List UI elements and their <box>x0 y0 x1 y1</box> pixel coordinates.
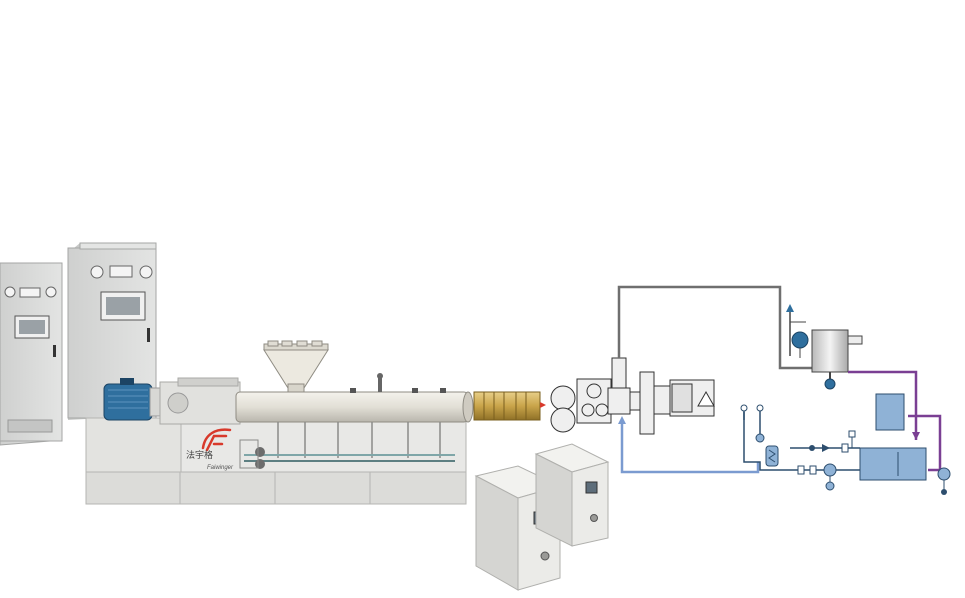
circulation-pump <box>823 463 837 491</box>
die-head <box>473 391 546 421</box>
vent-grille <box>7 419 53 433</box>
blue-return-pipe <box>620 420 760 474</box>
gauge-icon <box>139 265 153 279</box>
gauge-icon <box>90 265 104 279</box>
check-valve-icon <box>822 444 830 452</box>
brand-logo: 法宇格 Faiwinger <box>186 428 234 471</box>
cooling-water-pipes <box>239 439 455 469</box>
valve-icon <box>809 445 815 451</box>
water-tank-upper <box>875 393 905 431</box>
gearbox <box>159 377 241 425</box>
extruder-barrel <box>235 373 474 423</box>
display-panel <box>109 265 133 278</box>
sensor-icon <box>755 433 765 443</box>
gauge-icon <box>4 286 16 298</box>
barrel-supports <box>277 422 441 458</box>
pump-icon <box>824 378 836 390</box>
valve-icon <box>740 404 748 412</box>
tank-agitator <box>786 304 809 358</box>
feed-hopper <box>263 340 329 395</box>
main-motor <box>103 378 163 421</box>
brand-logo-icon <box>201 428 232 452</box>
grey-feed-pipe <box>617 285 812 370</box>
agitator-motor-icon <box>791 331 809 349</box>
pump-icon <box>937 467 951 481</box>
display-panel <box>19 287 41 298</box>
outlet-port-icon <box>540 551 550 561</box>
direction-arrow-icon <box>697 390 715 407</box>
gauge-icon <box>45 286 57 298</box>
door-handle <box>53 345 56 357</box>
brand-name-cn: 法宇格 <box>186 449 213 461</box>
calender-rolls <box>550 378 612 433</box>
control-cabinet-left <box>0 262 63 446</box>
outlet-port-icon <box>590 514 598 522</box>
heat-exchanger <box>765 445 779 467</box>
pressure-gauge-icon <box>377 373 383 379</box>
door-handle <box>147 328 150 342</box>
mixing-tank <box>811 329 863 390</box>
haul-off-unit <box>607 357 715 435</box>
inline-valves <box>797 430 856 475</box>
temperature-controller-back <box>534 443 610 547</box>
purple-supply-pipe <box>848 370 918 440</box>
status-window <box>585 481 598 494</box>
valve-icon <box>756 404 764 412</box>
purple-loop-pipe <box>908 414 942 472</box>
brand-name-latin: Faiwinger <box>207 465 234 471</box>
blue-water-pipe <box>743 412 860 471</box>
water-tank-main <box>859 447 951 495</box>
